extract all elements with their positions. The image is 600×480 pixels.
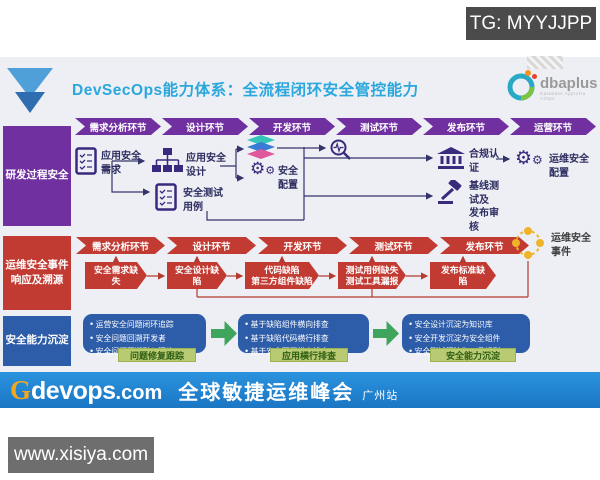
dbaplus-logo-text: dbaplus xyxy=(540,75,598,92)
code-scan-icon xyxy=(330,139,351,160)
dbaplus-logo-text-block: dbaplus Database AppInfra AIOps xyxy=(540,76,600,101)
defect-code-third-party: 代码缺陷 第三方组件缺陷 xyxy=(245,262,319,289)
dev-stage-develop: 开发环节 xyxy=(249,118,335,135)
ops-row-label: 运维安全事件 响应及溯源 xyxy=(3,236,71,310)
node-compliance-certification: 合规认 证 xyxy=(469,149,499,174)
node-baseline-test-release-review: 基线测 试及 发布审 核 xyxy=(469,181,499,233)
defect-release-standard: 发布标准缺 陷 xyxy=(430,262,496,289)
card-bullet: 基于缺陷代码横行排查 xyxy=(245,332,362,346)
dev-stage-test: 测试环节 xyxy=(336,118,422,135)
defect-security-design-flaw: 安全设计缺 陷 xyxy=(167,262,227,289)
tag-problem-fix-tracking: 问题修复跟踪 xyxy=(118,348,196,362)
event-name: 全球敏捷运维峰会 xyxy=(178,381,355,404)
gavel-icon xyxy=(438,180,462,204)
gears-icon: ⚙⚙ xyxy=(250,159,276,178)
incident-cycle-icon xyxy=(512,227,544,259)
card-bullet: 安全开发沉淀为安全组件 xyxy=(409,332,523,346)
dev-row-label: 研发过程安全 xyxy=(3,126,71,226)
ops-stage-release: 发布环节 xyxy=(440,237,529,254)
layers-icon xyxy=(247,135,275,159)
ops-stage-test: 测试环节 xyxy=(349,237,438,254)
checklist-icon xyxy=(75,147,97,175)
tag-capability-precipitation: 安全能力沉淀 xyxy=(430,348,516,362)
slide-title: DevSecOps能力体系：全流程闭环安全管控能力 xyxy=(72,82,419,99)
ops-stage-develop: 开发环节 xyxy=(258,237,347,254)
brand-dot-com: .com xyxy=(115,381,163,404)
brand-g: G xyxy=(10,374,32,405)
card-bullet: 安全设计沉淀为知识库 xyxy=(409,318,523,332)
dbaplus-logo-tagline: Database AppInfra AIOps xyxy=(540,91,586,101)
bank-icon xyxy=(437,147,465,169)
brand-devops: devops xyxy=(31,376,116,405)
node-security-config: 安全 配置 xyxy=(278,166,298,191)
gears-icon: ⚙⚙ xyxy=(515,148,543,169)
node-ops-security-config: 运维安全 配置 xyxy=(549,154,589,179)
triangle-logo-icon xyxy=(7,68,53,113)
defect-test-case-tool: 测试用例缺失 测试工具漏报 xyxy=(338,262,406,289)
dev-stage-operate: 运营环节 xyxy=(510,118,596,135)
dev-stage-release: 发布环节 xyxy=(423,118,509,135)
sitemap-icon xyxy=(152,148,183,172)
ops-security-event-label: 运维安全 事件 xyxy=(551,233,591,258)
card-app-horizontal-check: 基于缺陷组件横向排查 基于缺陷代码横行排查 基于安全配置横向排查 xyxy=(238,314,369,356)
tag-app-horizontal-check: 应用横行排查 xyxy=(270,348,348,362)
ops-stage-requirements: 需求分析环节 xyxy=(76,237,165,254)
card-bullet: 安全问题回溯开发者 xyxy=(90,332,199,346)
site-watermark: www.xisiya.com xyxy=(8,437,154,473)
card-bullet: 运营安全问题闭环追踪 xyxy=(90,318,199,332)
dev-stage-requirements: 需求分析环节 xyxy=(75,118,161,135)
ops-stage-design: 设计环节 xyxy=(167,237,256,254)
tg-badge: TG: MYYJJPP xyxy=(466,7,596,40)
checklist-icon xyxy=(155,183,177,211)
blurred-patch xyxy=(527,56,563,69)
sink-row-label: 安全能力沉淀 xyxy=(3,316,71,366)
dev-stage-design: 设计环节 xyxy=(162,118,248,135)
node-security-test-cases: 安全测试 用例 xyxy=(183,188,223,213)
dbaplus-logo-icon xyxy=(507,70,537,101)
node-app-security-requirements: 应用安全 需求 xyxy=(101,151,141,176)
event-city: 广州站 xyxy=(362,389,399,402)
card-bullet: 基于缺陷组件横向排查 xyxy=(245,318,362,332)
node-app-security-design: 应用安全 设计 xyxy=(186,153,226,178)
defect-missing-security-requirements: 安全需求缺 失 xyxy=(85,262,147,289)
